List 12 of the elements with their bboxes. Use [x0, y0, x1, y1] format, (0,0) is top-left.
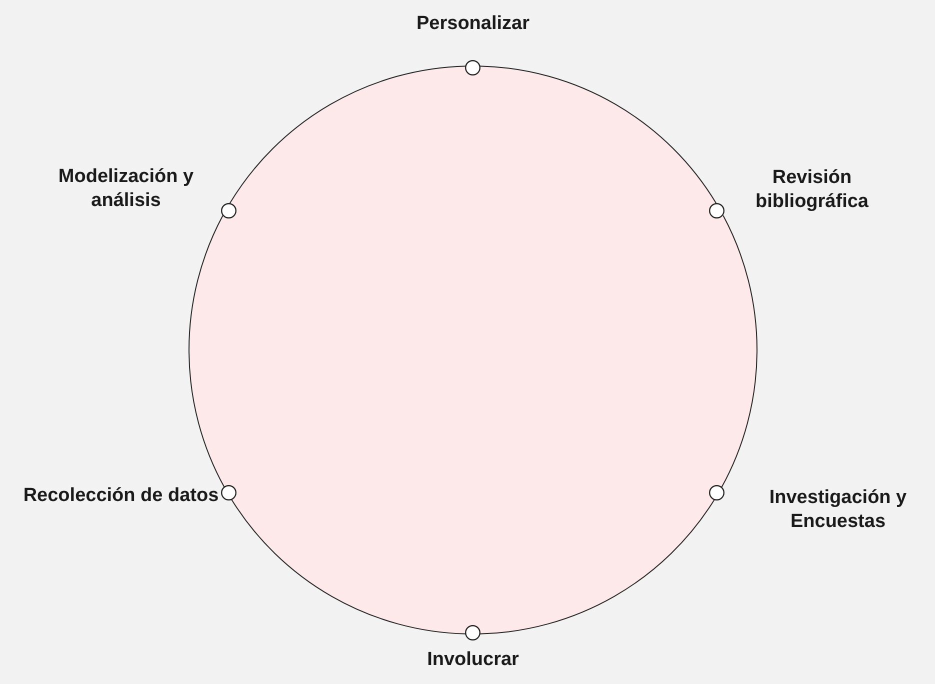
- stage-label: Recolección de datos: [22, 484, 220, 508]
- circle-arc: [188, 215, 226, 488]
- stage-label: Modelización y análisis: [57, 165, 195, 213]
- circle-arc: [231, 499, 466, 634]
- stage-label: Investigación y Encuestas: [768, 486, 908, 534]
- circle-arc: [480, 499, 715, 634]
- stage-label: Personalizar: [416, 12, 530, 36]
- circle-arc: [480, 66, 717, 204]
- circle-arc: [720, 215, 758, 488]
- stage-label: Revisión bibliográfica: [754, 166, 870, 214]
- stage-label: Involucrar: [426, 648, 520, 672]
- circle-arc: [229, 66, 466, 204]
